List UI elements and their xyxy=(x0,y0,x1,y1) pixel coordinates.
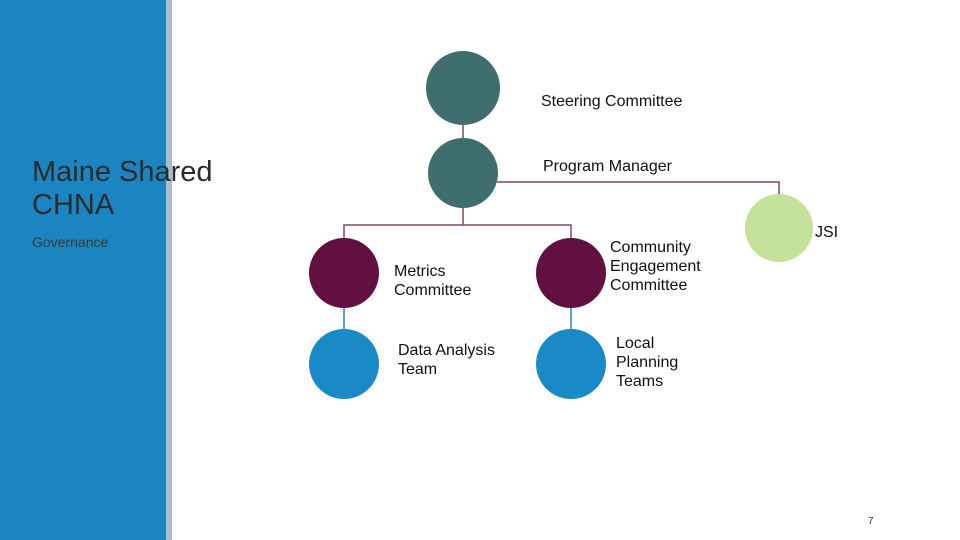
connectors xyxy=(343,122,780,330)
community-engagement-label: Community Engagement Committee xyxy=(610,239,701,294)
jsi-label: JSI xyxy=(815,224,839,241)
sidebar-edge xyxy=(166,0,172,540)
steering-committee-node xyxy=(426,51,500,125)
local-planning-teams-label: Local Planning Teams xyxy=(616,335,679,390)
connector-branch xyxy=(343,224,572,240)
jsi-node xyxy=(745,194,813,262)
metrics-committee-label: Metrics Committee xyxy=(394,263,472,299)
connector-manager-to-jsi xyxy=(497,181,780,194)
community-engagement-node xyxy=(536,238,606,308)
sidebar-band xyxy=(0,0,166,540)
program-manager-node xyxy=(428,138,498,208)
data-analysis-team-label: Data Analysis Team xyxy=(398,342,495,378)
program-manager-label: Program Manager xyxy=(543,158,672,175)
data-analysis-team-node xyxy=(309,329,379,399)
slide-subtitle: Governance xyxy=(32,234,109,250)
steering-committee-label: Steering Committee xyxy=(541,93,683,110)
slide-title: Maine Shared CHNA xyxy=(32,156,213,221)
metrics-committee-node xyxy=(309,238,379,308)
page-number: 7 xyxy=(868,516,874,527)
local-planning-teams-node xyxy=(536,329,606,399)
